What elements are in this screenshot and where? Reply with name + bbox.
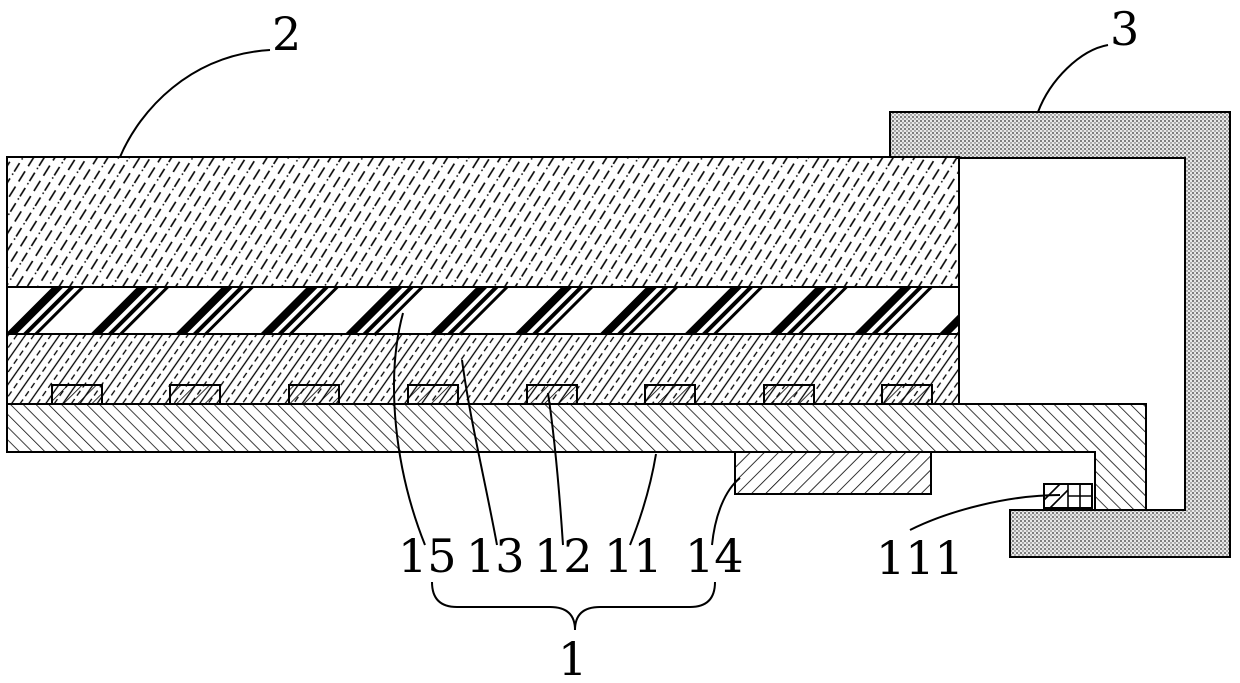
- label-3: 3: [1110, 2, 1139, 56]
- pad-12: [52, 385, 102, 404]
- label-11: 11: [604, 529, 663, 583]
- leader-3: [1038, 45, 1108, 112]
- pad-12: [527, 385, 577, 404]
- label-111: 111: [876, 531, 964, 585]
- pad-12: [170, 385, 220, 404]
- label-12: 12: [534, 529, 593, 583]
- label-1: 1: [558, 632, 587, 683]
- label-2: 2: [272, 7, 301, 61]
- brace-group-1: [432, 582, 715, 630]
- label-15: 15: [398, 529, 457, 583]
- pad-12: [408, 385, 458, 404]
- layer-13: [7, 334, 959, 404]
- pad-12: [764, 385, 814, 404]
- layer-14: [735, 452, 931, 494]
- layer-11: [7, 404, 1146, 510]
- leader-2: [120, 50, 270, 157]
- layer-2: [7, 157, 959, 287]
- label-14: 14: [685, 529, 744, 583]
- pad-12: [645, 385, 695, 404]
- pad-12: [289, 385, 339, 404]
- layer-15: [7, 287, 959, 334]
- pad-12: [882, 385, 932, 404]
- label-13: 13: [466, 529, 525, 583]
